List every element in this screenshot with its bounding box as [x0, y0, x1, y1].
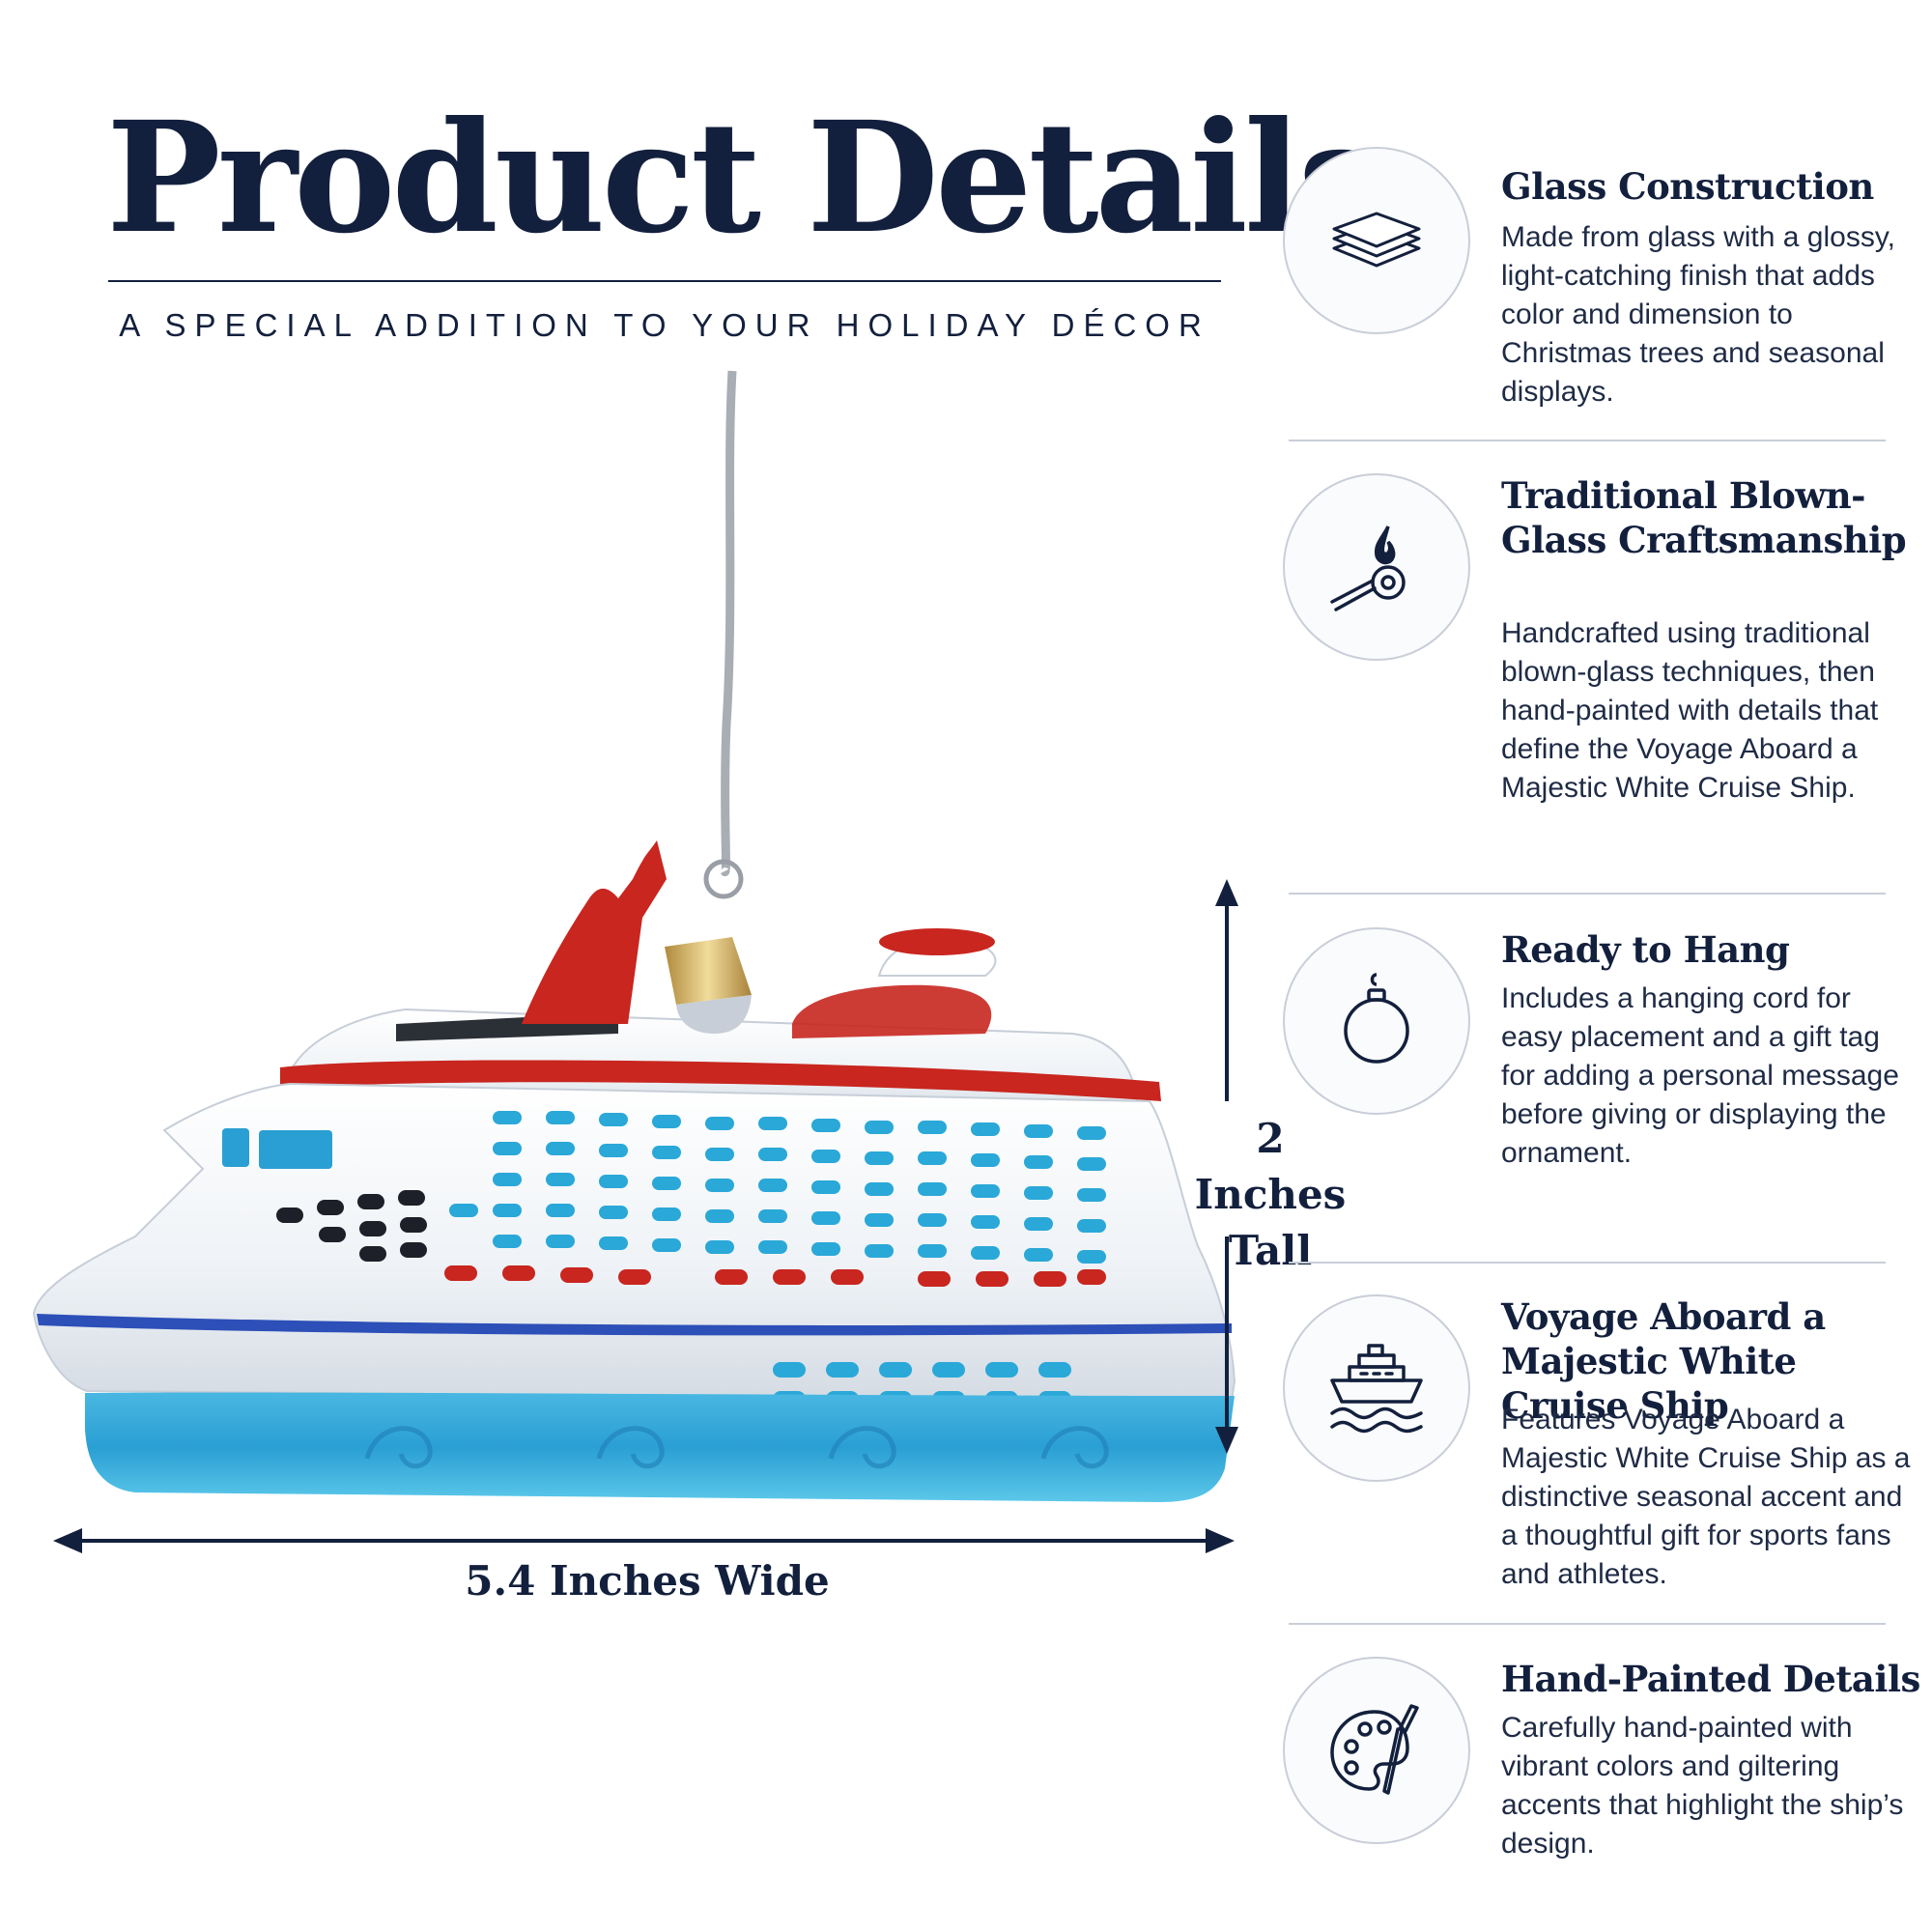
- height-arrow: [1215, 879, 1238, 1454]
- feature-divider: [1289, 1623, 1886, 1625]
- glassblowing-icon: [1283, 473, 1470, 661]
- feature-title: Traditional Blown-Glass Craftsmanship: [1501, 474, 1907, 561]
- palette-icon: [1283, 1657, 1470, 1844]
- page-subtitle: A SPECIAL ADDITION TO YOUR HOLIDAY DÉCOR: [119, 307, 1210, 343]
- feature-description: Made from glass with a glossy, light-cat…: [1501, 221, 1895, 408]
- height-label: 2 Inches Tall: [1188, 1111, 1352, 1279]
- feature-description: Features Voyage Aboard a Majestic White …: [1501, 1404, 1911, 1590]
- feature-title: Ready to Hang: [1501, 928, 1790, 971]
- ornament-illustration: [0, 357, 1265, 1642]
- height-label-line2: Tall: [1228, 1227, 1313, 1274]
- ornament-icon: [1283, 927, 1470, 1115]
- feature-title: Hand-Painted Details: [1501, 1658, 1920, 1700]
- hanging-cord: [720, 370, 737, 877]
- feature-divider: [1289, 893, 1886, 895]
- height-label-line1: 2 Inches: [1194, 1115, 1347, 1218]
- feature-divider: [1289, 1262, 1886, 1264]
- page-title: Product Details: [106, 89, 1384, 268]
- feature-description: Handcrafted using traditional blown-glas…: [1501, 617, 1879, 804]
- feature-divider: [1289, 440, 1886, 441]
- feature-title: Glass Construction: [1501, 165, 1874, 208]
- hanging-loop: [703, 859, 744, 899]
- width-label: 5.4 Inches Wide: [465, 1557, 830, 1605]
- width-arrow: [53, 1528, 1235, 1553]
- cruise-ship-icon: [1283, 1294, 1470, 1482]
- feature-description: Carefully hand-painted with vibrant colo…: [1501, 1712, 1904, 1860]
- feature-description: Includes a hanging cord for easy placeme…: [1501, 982, 1899, 1169]
- title-divider: [108, 280, 1221, 282]
- feature-title: Voyage Aboard a Majestic White Cruise Sh…: [1501, 1295, 1826, 1427]
- cruise-ship-ornament-image: [32, 370, 1238, 1553]
- layers-icon: [1283, 147, 1470, 334]
